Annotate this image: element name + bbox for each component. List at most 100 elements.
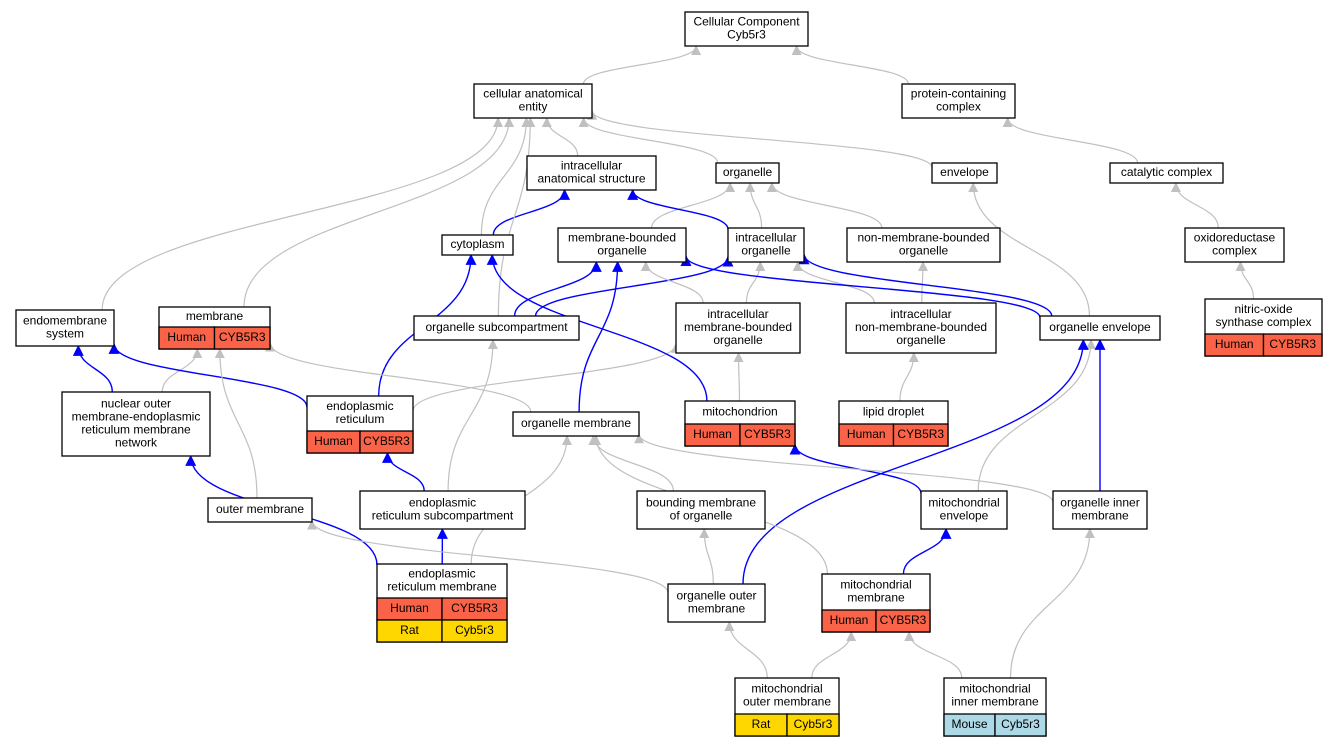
- node-omem[interactable]: organelle membrane: [512, 411, 640, 437]
- node-catalytic[interactable]: catalytic complex: [1109, 162, 1224, 184]
- node-label: membrane-bounded: [568, 231, 676, 245]
- edge-mim-to-oim: [1009, 528, 1095, 679]
- gene-label: Cyb5r3: [1001, 717, 1040, 731]
- edge-omem-to-mbo: [578, 260, 624, 413]
- node-box: [1109, 162, 1224, 184]
- node-envelope[interactable]: envelope: [931, 162, 998, 184]
- node-label: network: [115, 436, 158, 450]
- node-label: endomembrane: [23, 314, 107, 328]
- node-label: Cellular Component: [693, 15, 800, 29]
- node-box: [901, 83, 1016, 119]
- node-box: [675, 302, 801, 354]
- edge-bmo-to-omem: [588, 435, 674, 492]
- gene-label: CYB5R3: [880, 613, 927, 627]
- edge-er-to-endosys: [108, 342, 308, 408]
- edge-oim-to-omem: [634, 433, 1054, 503]
- edge-inmbo-to-io: [792, 261, 875, 304]
- node-cytoplasm[interactable]: cytoplasm: [441, 234, 514, 256]
- edge-catalytic-to-pcc: [1002, 117, 1139, 164]
- edge-mito-to-imbo: [733, 352, 744, 402]
- gene-label: CYB5R3: [1269, 337, 1316, 351]
- gene-label: CYB5R3: [744, 427, 791, 441]
- edge-inmbo-to-nmbo: [917, 261, 928, 304]
- node-label: oxidoreductase: [1194, 231, 1276, 245]
- gene-label: CYB5R3: [897, 427, 944, 441]
- node-label: reticulum: [336, 412, 385, 426]
- node-box: [526, 155, 657, 191]
- node-nucouter[interactable]: nuclear outermembrane-endoplasmicreticul…: [61, 391, 211, 457]
- edge-mito-to-cytoplasm: [486, 253, 708, 402]
- edge-imbo-to-io: [745, 261, 766, 304]
- edge-osub-to-mbo: [513, 260, 602, 317]
- node-label: intracellular: [707, 307, 768, 321]
- node-osub[interactable]: organelle subcompartment: [413, 315, 580, 341]
- node-label: organelle: [896, 333, 946, 347]
- gene-cell: [213, 326, 271, 350]
- edge-lipid-to-inmbo: [899, 352, 919, 402]
- node-label: cytoplasm: [450, 237, 504, 251]
- edge-membrane-to-cae: [243, 117, 515, 308]
- node-oenv[interactable]: organelle envelope: [1039, 315, 1161, 341]
- node-inmbo[interactable]: intracellularnon-membrane-boundedorganel…: [845, 302, 997, 354]
- node-label: membrane: [186, 309, 244, 323]
- node-label: membrane: [847, 591, 905, 605]
- node-box: [684, 11, 809, 47]
- node-label: intracellular: [735, 231, 796, 245]
- node-box: [557, 227, 687, 263]
- node-label: complex: [936, 100, 981, 114]
- edge-oom-to-oenv: [742, 338, 1089, 585]
- edge-layer: [72, 45, 1255, 679]
- node-box: [207, 497, 313, 523]
- node-label: organelle inner: [1060, 496, 1139, 510]
- node-outermem[interactable]: outer membrane: [207, 497, 313, 523]
- node-label: mitochondrial: [928, 496, 999, 510]
- species-label: Human: [830, 613, 869, 627]
- node-label: organelle membrane: [521, 416, 631, 430]
- node-label: outer membrane: [743, 695, 831, 709]
- edge-ersub-to-osub: [447, 339, 498, 492]
- gene-cell: [359, 430, 414, 454]
- edge-oom-to-outermem: [307, 519, 669, 594]
- node-organelle[interactable]: organelle: [715, 162, 780, 184]
- annotation-row: Human CYB5R3: [821, 609, 931, 633]
- node-label: mitochondrial: [959, 682, 1030, 696]
- node-label: mitochondrial: [840, 578, 911, 592]
- node-label: membrane-endoplasmic: [72, 410, 201, 424]
- edge-organelle-to-cae: [578, 117, 719, 164]
- node-label: organelle: [723, 165, 773, 179]
- edge-oom-to-bmo: [699, 528, 714, 585]
- species-label: Rat: [752, 717, 771, 731]
- node-box: [473, 83, 593, 119]
- node-box: [845, 302, 997, 354]
- node-label: protein-containing: [911, 87, 1006, 101]
